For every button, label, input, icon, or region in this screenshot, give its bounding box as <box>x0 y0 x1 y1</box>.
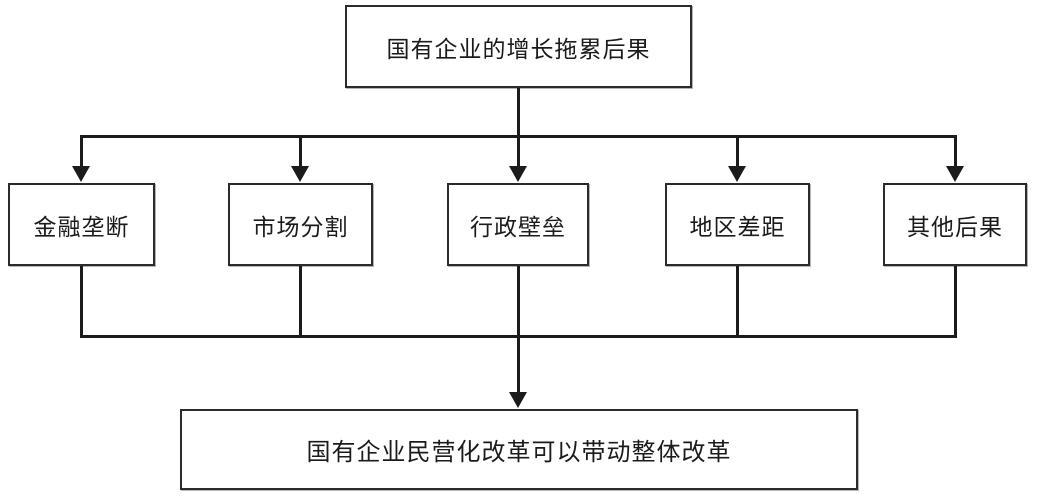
connector-riser-5 <box>954 266 957 337</box>
connector-collector-bar <box>80 335 957 338</box>
connector-riser-4 <box>736 266 739 337</box>
consequence-node-4: 地区差距 <box>665 183 810 266</box>
connector-drop-3 <box>517 137 520 167</box>
connector-drop-1 <box>80 137 83 167</box>
consequence-node-2: 市场分割 <box>228 183 373 266</box>
connector-root-stem <box>517 88 520 137</box>
arrowhead-down-icon-2 <box>291 166 309 182</box>
consequence-node-3: 行政壁垒 <box>447 183 589 266</box>
arrowhead-down-icon-conclusion <box>509 392 527 408</box>
arrowhead-down-icon-5 <box>946 166 964 182</box>
connector-conclusion-stem <box>517 337 520 393</box>
arrowhead-down-icon-1 <box>72 166 90 182</box>
arrowhead-down-icon-3 <box>509 166 527 182</box>
connector-drop-5 <box>954 137 957 167</box>
connector-riser-3 <box>517 266 520 337</box>
conclusion-node: 国有企业民营化改革可以带动整体改革 <box>180 409 858 490</box>
connector-distribution-bar <box>80 135 957 138</box>
connector-drop-2 <box>299 137 302 167</box>
consequence-node-1: 金融垄断 <box>8 183 155 266</box>
connector-drop-4 <box>736 137 739 167</box>
connector-riser-2 <box>299 266 302 337</box>
root-node: 国有企业的增长拖累后果 <box>345 5 692 88</box>
connector-riser-1 <box>80 266 83 337</box>
consequence-node-5: 其他后果 <box>883 183 1027 266</box>
arrowhead-down-icon-4 <box>728 166 746 182</box>
